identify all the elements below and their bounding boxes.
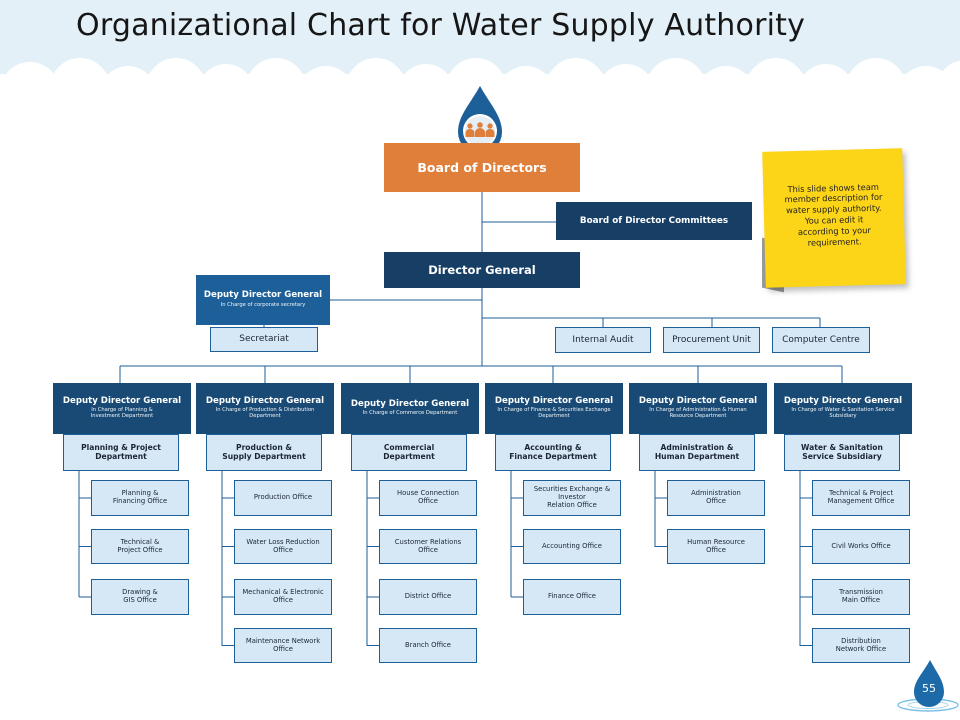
deputy-title: Deputy Director General (205, 395, 325, 406)
procurement-unit-box: Procurement Unit (663, 327, 760, 353)
department-box: Administration & Human Department (639, 434, 755, 471)
office-box: House Connection Office (379, 480, 477, 516)
sticky-note: This slide shows team member description… (762, 148, 906, 288)
board-committees-box: Board of Director Committees (556, 202, 752, 240)
deputy-title: Deputy Director General (783, 395, 903, 406)
department-box: Commercial Department (351, 434, 467, 471)
office-box: Technical & Project Office (91, 529, 189, 564)
office-box: Distribution Network Office (812, 628, 910, 663)
deputy-corporate-box: Deputy Director General In Charge of cor… (196, 275, 330, 325)
office-box: Water Loss Reduction Office (234, 529, 332, 564)
office-box: Maintenance Network Office (234, 628, 332, 663)
department-box: Water & Sanitation Service Subsidiary (784, 434, 900, 471)
computer-centre-box: Computer Centre (772, 327, 870, 353)
deputy-subtitle: In Charge of Planning & Investment Depar… (90, 407, 154, 420)
deputy-subtitle: In Charge of Water & Sanitation Service … (791, 407, 895, 420)
deputy-subtitle: In Charge of corporate secretary (220, 301, 306, 308)
deputy-title: Deputy Director General (62, 395, 182, 406)
office-box: Planning & Financing Office (91, 480, 189, 516)
internal-audit-box: Internal Audit (555, 327, 651, 353)
sticky-note-text: This slide shows team member description… (784, 181, 883, 248)
office-box: Civil Works Office (812, 529, 910, 564)
page-number: 55 (922, 682, 936, 695)
office-box: Technical & Project Management Office (812, 480, 910, 516)
office-box: Drawing & GIS Office (91, 579, 189, 615)
secretariat-box: Secretariat (210, 327, 318, 352)
office-box: Production Office (234, 480, 332, 516)
people-group-icon (458, 86, 502, 154)
office-box: Mechanical & Electronic Office (234, 579, 332, 615)
deputy-subtitle: In Charge of Production & Distribution D… (215, 407, 315, 420)
board-of-directors-box: Board of Directors (384, 143, 580, 192)
deputy-title: Deputy Director General (203, 290, 323, 301)
office-box: Accounting Office (523, 529, 621, 564)
office-box: Human Resource Office (667, 529, 765, 564)
office-box: Administration Office (667, 480, 765, 516)
director-general-box: Director General (384, 252, 580, 288)
deputy-title: Deputy Director General (494, 395, 614, 406)
deputy-title: Deputy Director General (350, 398, 470, 409)
page-title: Organizational Chart for Water Supply Au… (76, 8, 806, 43)
office-box: District Office (379, 579, 477, 615)
department-box: Production & Supply Department (206, 434, 322, 471)
water-drop-icon (897, 660, 959, 712)
office-box: Customer Relations Office (379, 529, 477, 564)
office-box: Transmission Main Office (812, 579, 910, 615)
deputy-title: Deputy Director General (638, 395, 758, 406)
connector-lines (78, 192, 843, 646)
department-box: Accounting & Finance Department (495, 434, 611, 471)
deputy-subtitle: In Charge of Finance & Securities Exchan… (497, 407, 611, 420)
office-box: Securities Exchange & Investor Relation … (523, 480, 621, 516)
office-box: Branch Office (379, 628, 477, 663)
office-box: Finance Office (523, 579, 621, 615)
deputy-subtitle: In Charge of Commerce Department (362, 410, 458, 417)
department-box: Planning & Project Department (63, 434, 179, 471)
deputy-subtitle: In Charge of Administration & Human Reso… (649, 407, 747, 420)
